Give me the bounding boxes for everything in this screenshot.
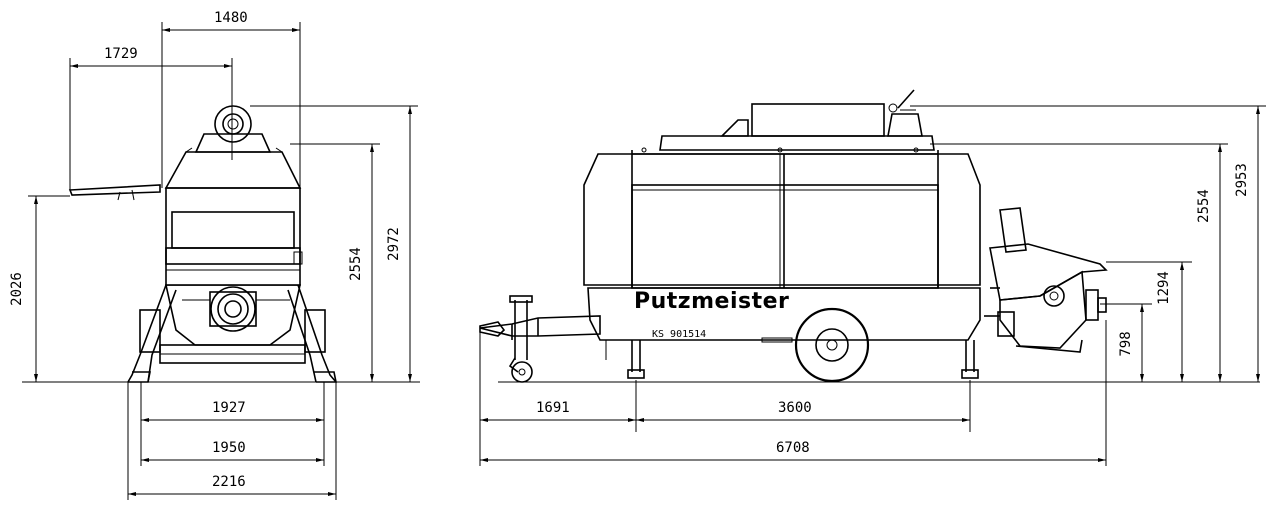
dim-side-body-height: 2554 bbox=[1196, 189, 1212, 223]
dim-front-body-height: 2554 bbox=[348, 247, 364, 281]
side-view: Putzmeister KS 901514 bbox=[479, 89, 1266, 466]
dim-side-overall-length: 6708 bbox=[776, 440, 810, 456]
dim-front-hopper-reach: 1729 bbox=[104, 46, 138, 62]
dim-front-track-2: 1950 bbox=[212, 440, 246, 456]
dim-front-outrigger-height: 2026 bbox=[9, 272, 25, 306]
dim-front-track-1: 1927 bbox=[212, 400, 246, 416]
front-view: 1480 1729 2026 2554 2972 1927 bbox=[9, 10, 420, 500]
dim-side-drawbar-length: 1691 bbox=[536, 400, 570, 416]
dim-side-total-height: 2953 bbox=[1234, 163, 1250, 197]
dim-front-total-height: 2972 bbox=[386, 227, 402, 261]
plate-label: KS 901514 bbox=[652, 329, 706, 340]
dim-side-wheelbase: 3600 bbox=[778, 400, 812, 416]
dim-front-overall-width: 2216 bbox=[212, 474, 246, 490]
dim-front-top-width: 1480 bbox=[214, 10, 248, 26]
dim-side-outlet-height: 798 bbox=[1118, 331, 1134, 356]
brand-label: Putzmeister bbox=[634, 289, 789, 314]
dim-side-hopper-height: 1294 bbox=[1156, 271, 1172, 305]
